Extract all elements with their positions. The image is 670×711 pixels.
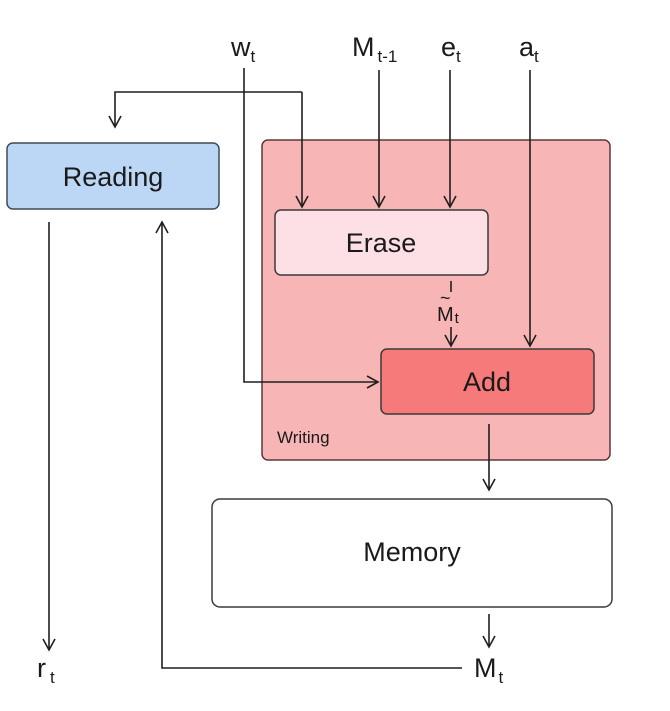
label-m-tilde-accent: ~: [440, 288, 451, 308]
label-a-t: at: [519, 32, 539, 66]
reading-box: [6, 142, 220, 210]
label-e-t: et: [441, 32, 461, 66]
label-w-t: wt: [230, 32, 256, 66]
edge-w-to-add: [243, 68, 380, 389]
memory-label: Memory: [363, 537, 461, 567]
memory-box: [211, 498, 613, 608]
erase-label: Erase: [346, 228, 417, 258]
writing-label: Writing: [277, 428, 330, 447]
add-box: [380, 348, 595, 415]
reading-label: Reading: [63, 162, 164, 192]
erase-box: [274, 209, 489, 276]
label-m-tilde: Mt: [437, 304, 460, 327]
add-label: Add: [463, 367, 511, 397]
edge-w-to-reading: [108, 91, 302, 129]
edge-mt-to-reading: [155, 220, 462, 669]
